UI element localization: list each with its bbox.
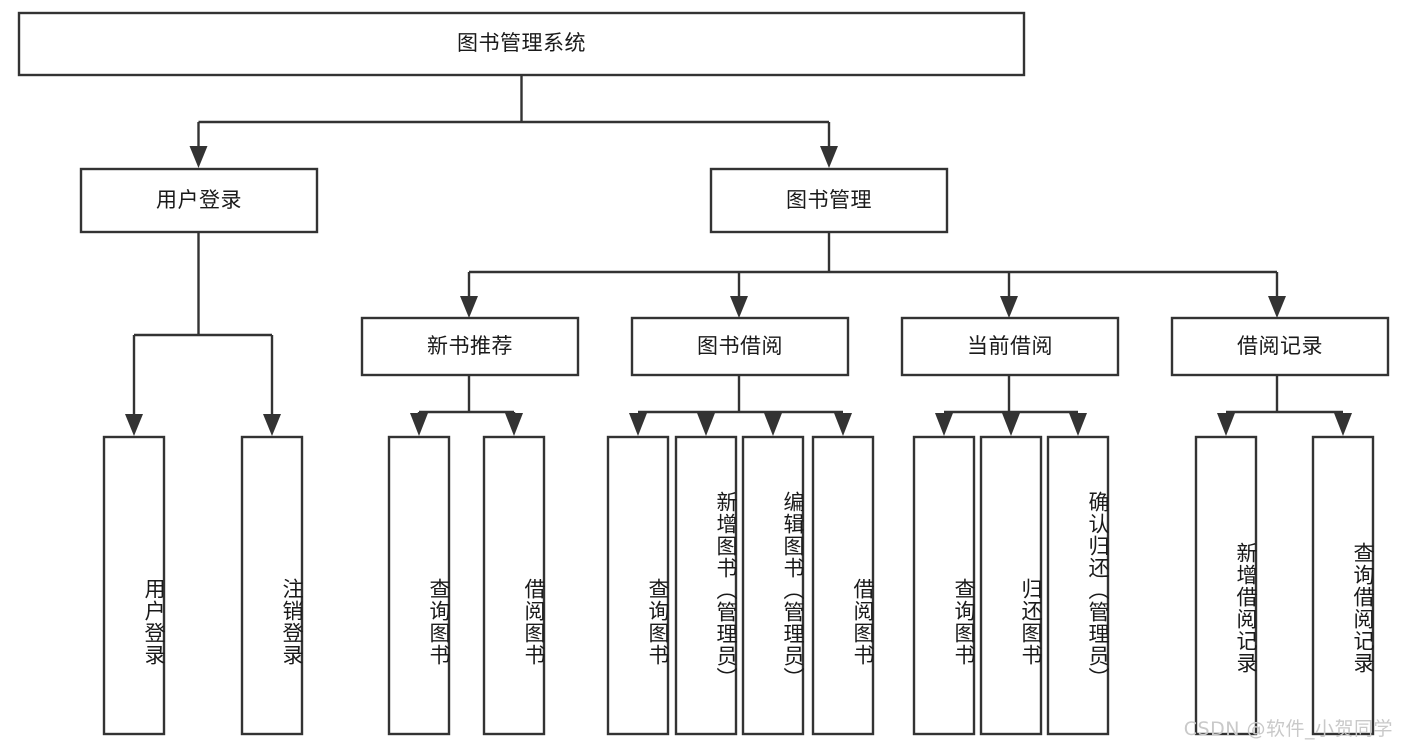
- node-box-leaf-cb-2[interactable]: [979, 435, 1043, 736]
- arrow-head-ul-2: [263, 414, 281, 436]
- arrow-head-ul-1: [125, 414, 143, 436]
- connector-group-new-book: [410, 375, 523, 436]
- node-box-leaf-bb-2[interactable]: [674, 435, 738, 736]
- arrow-head-bm-4: [1268, 296, 1286, 318]
- connector-group-book-borrow: [629, 375, 852, 436]
- node-box-leaf-ul-2[interactable]: [240, 435, 304, 736]
- node-box-current-borrow[interactable]: [900, 316, 1120, 377]
- node-box-leaf-bb-3[interactable]: [741, 435, 805, 736]
- node-box-leaf-nb-1[interactable]: [387, 435, 451, 736]
- node-box-leaf-br-1[interactable]: [1194, 435, 1258, 736]
- node-box-root[interactable]: [17, 11, 1026, 77]
- arrow-head-nb-2: [505, 413, 523, 436]
- connector-group-user-login: [125, 232, 281, 436]
- node-box-new-book-recommend[interactable]: [360, 316, 580, 377]
- connector-group-book-mgmt: [460, 232, 1286, 318]
- arrow-head-bb-3: [764, 413, 782, 436]
- node-box-user-login[interactable]: [79, 167, 319, 234]
- arrow-head-bb-2: [697, 413, 715, 436]
- arrow-head-bb-1: [629, 413, 647, 436]
- node-box-leaf-bb-4[interactable]: [811, 435, 875, 736]
- arrow-head-nb-1: [410, 413, 428, 436]
- node-box-book-borrow[interactable]: [630, 316, 850, 377]
- arrow-head-bm-2: [730, 296, 748, 318]
- arrow-head-cb-1: [935, 413, 953, 436]
- arrow-head-bm-3: [1000, 296, 1018, 318]
- arrow-head-cb-2: [1002, 413, 1020, 436]
- node-box-leaf-br-2[interactable]: [1311, 435, 1375, 736]
- connector-group-borrow-record: [1217, 375, 1352, 436]
- arrow-head-bb-4: [834, 413, 852, 436]
- connector-group-root: [189, 75, 838, 168]
- node-box-leaf-ul-1[interactable]: [102, 435, 166, 736]
- arrow-head-br-2: [1334, 413, 1352, 436]
- connector-group-current-borrow: [935, 375, 1087, 436]
- node-box-leaf-cb-3[interactable]: [1046, 435, 1110, 736]
- arrow-head-br-1: [1217, 413, 1235, 436]
- arrow-head-cb-3: [1069, 413, 1087, 436]
- arrow-head-root-1: [189, 146, 208, 168]
- node-box-leaf-bb-1[interactable]: [606, 435, 670, 736]
- arrow-head-bm-1: [460, 296, 478, 318]
- node-box-leaf-nb-2[interactable]: [482, 435, 546, 736]
- node-box-book-management[interactable]: [709, 167, 949, 234]
- node-box-borrow-record[interactable]: [1170, 316, 1390, 377]
- node-box-leaf-cb-1[interactable]: [912, 435, 976, 736]
- arrow-head-root-2: [820, 146, 838, 168]
